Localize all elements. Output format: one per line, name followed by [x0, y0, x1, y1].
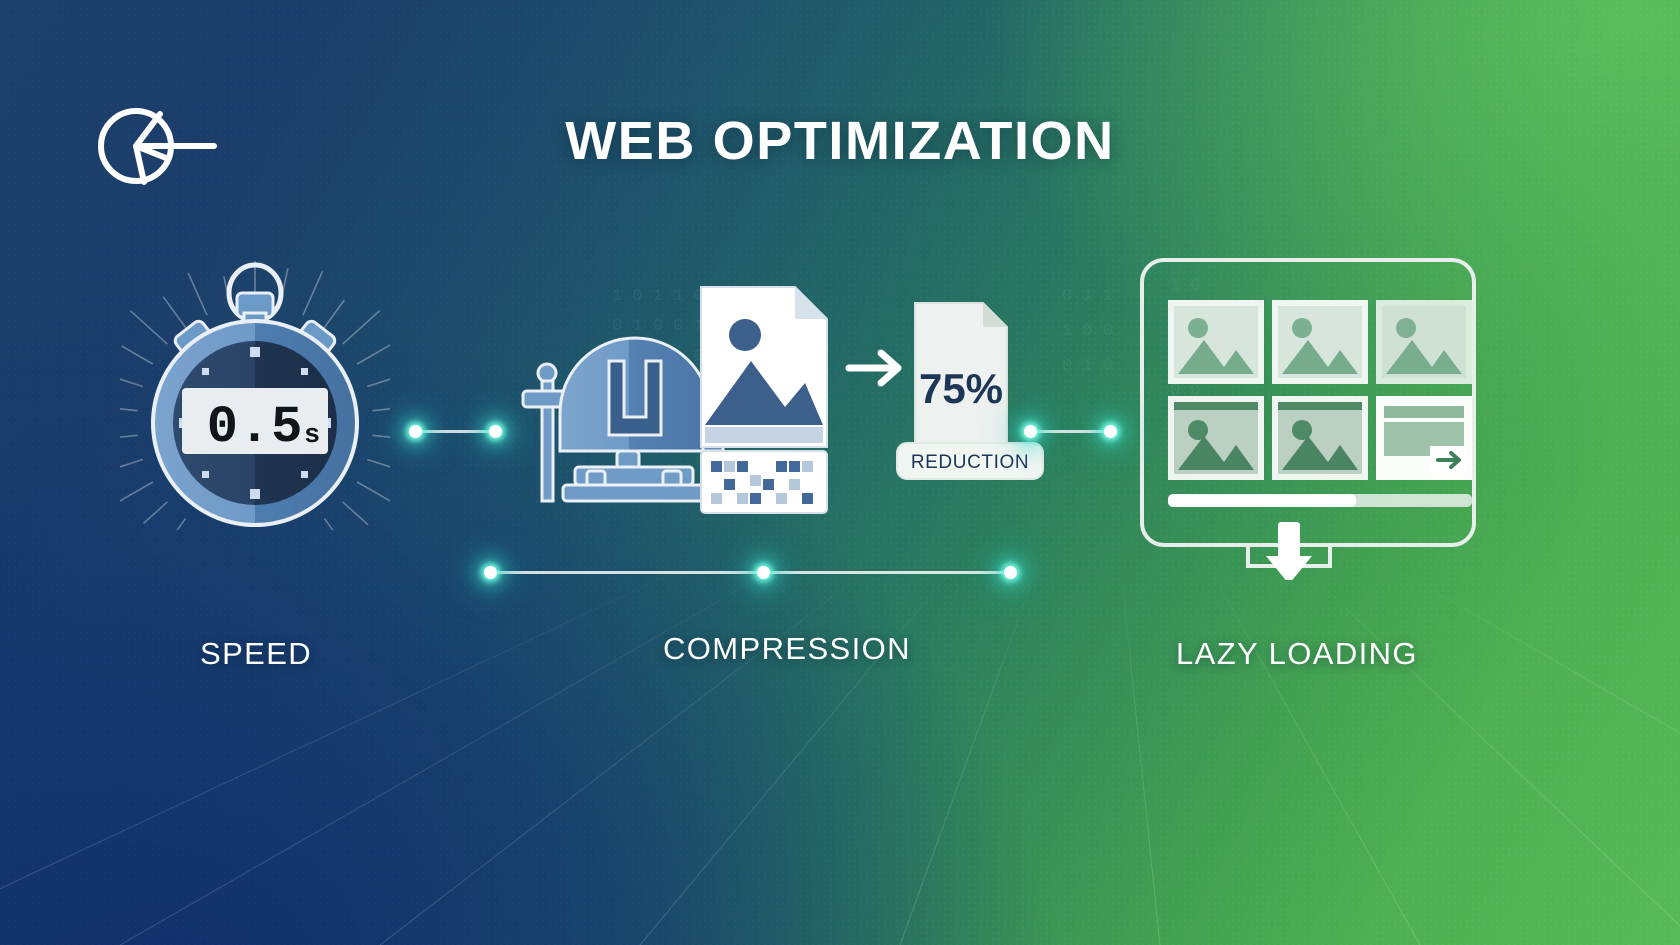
tile-image-placeholder	[1272, 396, 1368, 480]
connector-node	[1104, 425, 1117, 438]
tile-browser-card	[1376, 396, 1472, 480]
connector-speed-to-compression	[415, 430, 500, 433]
stage-label-lazy-loading: LAZY LOADING	[1176, 636, 1418, 671]
arrow-down-icon	[1266, 522, 1312, 584]
connector-baseline-track	[490, 571, 1015, 574]
stage-label-speed: SPEED	[200, 636, 313, 671]
vise-compressing-image-icon: 75% REDUCTION	[505, 265, 1065, 525]
tile-image-placeholder	[1272, 300, 1368, 384]
connector-node	[484, 566, 497, 579]
svg-text:0 1 1: 0 1 1	[1062, 287, 1113, 306]
reduction-value: 75%	[919, 365, 1003, 412]
svg-text:1 0 0: 1 0 0	[1062, 322, 1113, 341]
connector-node	[489, 425, 502, 438]
stopwatch-readout-value: 0.5	[207, 398, 304, 457]
arrow-right-icon-small	[1430, 446, 1466, 474]
tile-image-placeholder	[1168, 300, 1264, 384]
tile-image-placeholder	[1376, 300, 1472, 384]
reduction-caption: REDUCTION	[911, 452, 1029, 473]
svg-text:0 1 0: 0 1 0	[1062, 357, 1113, 376]
progress-bar-fill	[1168, 494, 1356, 507]
connector-node	[1004, 566, 1017, 579]
tile-image-placeholder	[1168, 396, 1264, 480]
image-grid-lazy-load-icon	[1130, 250, 1490, 584]
circle-fan-logo	[98, 108, 217, 185]
stage-label-compression: COMPRESSION	[663, 631, 911, 666]
stopwatch-readout-unit: s	[304, 421, 320, 451]
page-title: WEB OPTIMIZATION	[565, 111, 1115, 171]
connector-compression-to-lazy	[1030, 430, 1115, 433]
arrow-right-icon	[845, 349, 902, 387]
connector-node	[757, 566, 770, 579]
connector-node	[409, 425, 422, 438]
stopwatch-icon: 0.5 s	[89, 255, 417, 586]
connector-node	[1024, 425, 1037, 438]
lazy-load-panel-frame	[1140, 258, 1476, 547]
